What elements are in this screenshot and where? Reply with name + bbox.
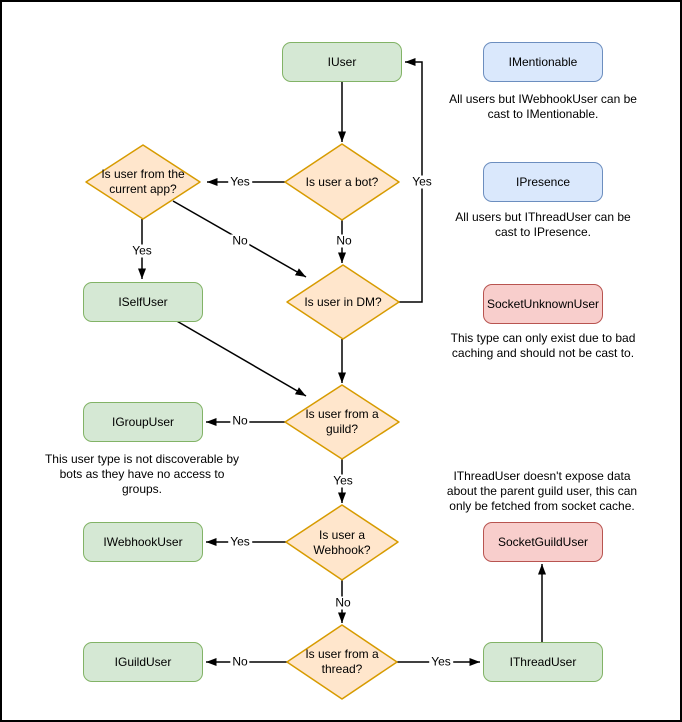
edge-selfuser-to-guild: [174, 319, 307, 397]
note-presence: All users but IThreadUser can be cast to…: [423, 210, 663, 240]
decision-is-bot-label: Is user a bot?: [285, 144, 399, 220]
decision-text-line: guild?: [325, 422, 359, 436]
note-mentionable: All users but IWebhookUser can be cast t…: [423, 92, 663, 122]
decision-text-line: thread?: [321, 662, 363, 676]
note-line: cast to IMentionable.: [487, 107, 599, 121]
node-iwebhookuser: IWebhookUser: [83, 522, 203, 562]
note-line: bots as they have no access to: [59, 467, 225, 481]
note-line: This type can only exist due to bad: [450, 331, 636, 345]
edge-label-app-to-selfuser: Yes: [130, 243, 154, 258]
decision-is-guild-shape: [284, 384, 400, 460]
edge-label-dm-to-iuser: Yes: [410, 174, 434, 189]
decision-is-guild-label: Is user from a guild?: [285, 385, 399, 459]
edge-label-webhook-to-webhookuser: Yes: [228, 534, 252, 549]
decision-text-line: Webhook?: [313, 542, 371, 557]
decision-text-line: Is user from a: [305, 647, 379, 661]
note-line: This user type is not discoverable by: [44, 452, 240, 466]
node-imentionable: IMentionable: [483, 42, 603, 82]
note-thread-user: IThreadUser doesn't expose data about th…: [422, 469, 662, 514]
node-ithreaduser: IThreadUser: [483, 642, 603, 682]
edge-label-thread-to-threaduser: Yes: [429, 654, 453, 669]
node-igroupuser: IGroupUser: [83, 402, 203, 442]
note-line: caching and should not be cast to.: [451, 346, 635, 360]
note-line: All users but IWebhookUser can be: [449, 92, 637, 106]
decision-text-line: Is user from a: [305, 407, 379, 421]
decision-is-webhook-shape: [285, 504, 399, 581]
node-socketunknownuser: SocketUnknownUser: [483, 284, 603, 324]
edge-label-bot-to-app: Yes: [228, 174, 252, 189]
edge-label-bot-to-dm: No: [334, 233, 354, 248]
decision-is-webhook-label: Is user a Webhook?: [286, 505, 398, 580]
decision-is-bot-shape: [284, 143, 400, 221]
note-group-user: This user type is not discoverable by bo…: [22, 452, 262, 497]
decision-is-dm-label: Is user in DM?: [287, 265, 399, 339]
edge-label-thread-to-guilduser: No: [230, 654, 250, 669]
note-line: only be fetched from socket cache.: [449, 499, 635, 513]
decision-is-current-app-shape: [85, 144, 201, 220]
note-line: cast to IPresence.: [494, 225, 592, 239]
edge-label-app-to-dm: No: [230, 233, 250, 248]
decision-is-dm-shape: [286, 264, 400, 340]
decision-is-thread-shape: [286, 624, 398, 700]
note-unknown-user: This type can only exist due to bad cach…: [423, 331, 663, 361]
note-line: groups.: [121, 482, 163, 496]
note-line: All users but IThreadUser can be: [455, 210, 631, 224]
decision-is-thread-label: Is user from a thread?: [287, 625, 397, 699]
decision-text-line: Is user in DM?: [304, 294, 382, 309]
decision-text-line: current app?: [109, 182, 177, 196]
decision-text-line: Is user a: [318, 527, 366, 542]
decision-text-line: Is user from the: [101, 167, 185, 181]
note-line: about the parent guild user, this can: [446, 484, 638, 498]
node-ipresence: IPresence: [483, 162, 603, 202]
edge-label-guild-to-webhook: Yes: [331, 473, 355, 488]
note-line: IThreadUser doesn't expose data: [453, 469, 631, 483]
decision-text-line: Is user a bot?: [305, 174, 379, 189]
node-socketguilduser: SocketGuildUser: [483, 522, 603, 562]
node-iuser: IUser: [282, 42, 402, 82]
edge-label-guild-to-groupuser: No: [230, 413, 250, 428]
node-iselfuser: ISelfUser: [83, 282, 203, 322]
edge-label-webhook-to-thread: No: [333, 595, 353, 610]
decision-is-current-app-label: Is user from the current app?: [86, 145, 200, 219]
node-iguilduser: IGuildUser: [83, 642, 203, 682]
